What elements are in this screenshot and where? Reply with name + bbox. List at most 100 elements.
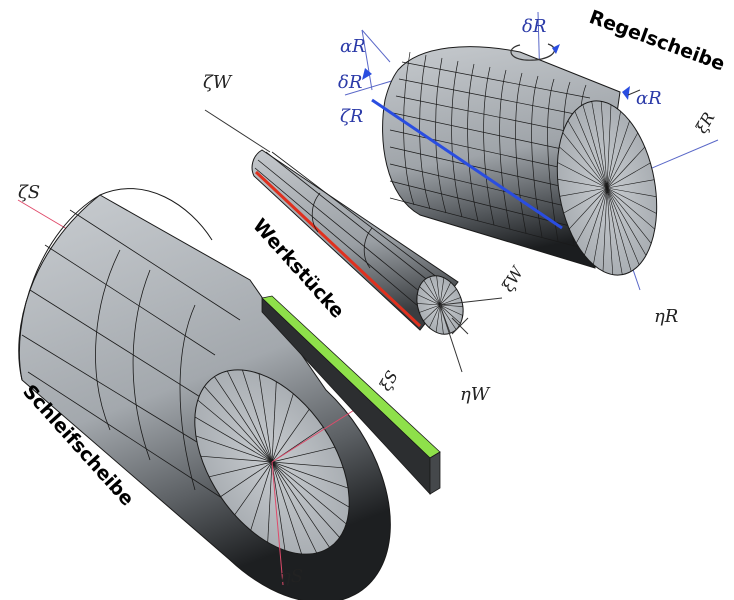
symbol-xi-w: ξW — [498, 262, 528, 295]
mesh-ring — [451, 60, 463, 218]
face-spoke — [250, 461, 273, 531]
face-spoke — [423, 280, 441, 306]
face-spoke — [439, 288, 457, 306]
mesh-line — [395, 95, 591, 137]
workpiece — [204, 109, 503, 373]
xi-w-axis-line — [439, 297, 503, 306]
face-spoke — [419, 304, 441, 313]
face-spoke — [582, 104, 608, 189]
face-spoke — [197, 399, 273, 463]
mesh-line — [21, 334, 211, 451]
face-spoke — [606, 146, 646, 189]
face-spoke — [606, 187, 632, 272]
delta-arrowhead-icon — [362, 68, 372, 80]
face-spoke — [436, 275, 441, 306]
symbol-alpha-r-right: αR — [636, 88, 662, 109]
mesh-ring — [419, 54, 431, 210]
face-spoke — [606, 187, 652, 244]
regulating-wheel-body — [382, 46, 621, 269]
face-spoke — [271, 381, 277, 463]
face-spoke — [271, 408, 310, 463]
mesh-line — [389, 163, 591, 213]
symbol-xi-r: ξR — [692, 109, 719, 137]
face-spoke — [575, 187, 608, 244]
face-spoke — [271, 393, 294, 463]
face-spoke — [242, 369, 273, 463]
face-spoke — [417, 303, 441, 306]
face-spoke — [606, 187, 647, 256]
face-spoke — [562, 132, 608, 189]
mesh-ring — [499, 69, 511, 230]
face-spoke — [567, 120, 608, 189]
workpiece-mesh-lines — [254, 151, 447, 313]
face-spoke — [606, 162, 651, 189]
eta-w-axis-line — [439, 304, 463, 373]
face-spoke — [606, 132, 639, 189]
face-spoke — [214, 376, 273, 463]
face-spoke — [429, 304, 441, 328]
mesh-line — [389, 129, 591, 175]
face-spoke — [423, 304, 441, 322]
mesh-line — [69, 209, 241, 321]
face-spoke — [557, 179, 608, 189]
symbol-alpha-r-left: αR — [340, 36, 366, 57]
face-spoke — [606, 187, 657, 214]
symbol-eta-w: ηW — [460, 384, 491, 405]
blade-end — [429, 451, 441, 495]
regulating-wheel-face-spokes — [557, 101, 657, 275]
face-spoke — [606, 104, 612, 189]
workpiece-body — [251, 149, 459, 331]
face-spoke — [267, 461, 273, 543]
face-spoke — [439, 304, 463, 316]
face-spoke — [606, 120, 630, 189]
regulating-wheel — [344, 11, 719, 291]
mesh-line — [392, 112, 591, 156]
mesh-line — [389, 197, 591, 251]
mesh-ring — [403, 51, 415, 206]
face-spoke — [200, 455, 273, 463]
face-spoke — [271, 446, 335, 463]
face-spoke — [559, 187, 608, 197]
work-rest-blade — [261, 295, 441, 496]
eta-s-axis-line — [271, 461, 284, 586]
face-spoke — [439, 297, 461, 306]
face-spoke — [271, 461, 350, 508]
face-spoke — [439, 282, 451, 306]
mesh-ring — [531, 75, 543, 238]
face-spoke — [271, 461, 344, 469]
alpha-r-tick — [627, 89, 641, 96]
face-spoke — [429, 276, 441, 306]
face-spoke — [439, 304, 463, 307]
face-spoke — [258, 373, 273, 463]
face-spoke — [606, 179, 655, 189]
symbol-delta-r-top: δR — [522, 16, 546, 37]
mesh-ring — [435, 57, 447, 214]
regulating-wheel-longitudinal-lines — [389, 61, 591, 251]
symbol-zeta-w: ζW — [203, 72, 233, 93]
face-spoke — [593, 187, 608, 265]
face-spoke — [419, 286, 441, 306]
workpiece-axis-origin-mark — [451, 317, 469, 335]
face-spoke — [606, 187, 614, 275]
mesh-line — [401, 61, 591, 99]
face-spoke — [574, 110, 608, 189]
grinding-wheel-back-rim — [18, 188, 213, 381]
face-spoke — [439, 277, 445, 306]
face-spoke — [606, 111, 621, 189]
workpiece-red-stripe — [254, 170, 422, 328]
face-spoke — [271, 461, 347, 525]
face-spoke — [271, 461, 340, 538]
mesh-line — [398, 78, 591, 118]
regel-contact-line — [371, 98, 563, 230]
zeta-s-axis-line — [17, 199, 73, 233]
face-spoke — [559, 146, 608, 189]
face-spoke — [195, 435, 273, 463]
mesh-ring — [483, 66, 495, 226]
face-spoke — [606, 187, 655, 230]
workpiece-face-spokes — [417, 275, 463, 335]
face-spoke — [226, 370, 273, 463]
grinding-wheel-face-spokes — [194, 369, 350, 555]
symbol-eta-s: ηS — [280, 566, 303, 587]
face-spoke — [557, 162, 608, 189]
